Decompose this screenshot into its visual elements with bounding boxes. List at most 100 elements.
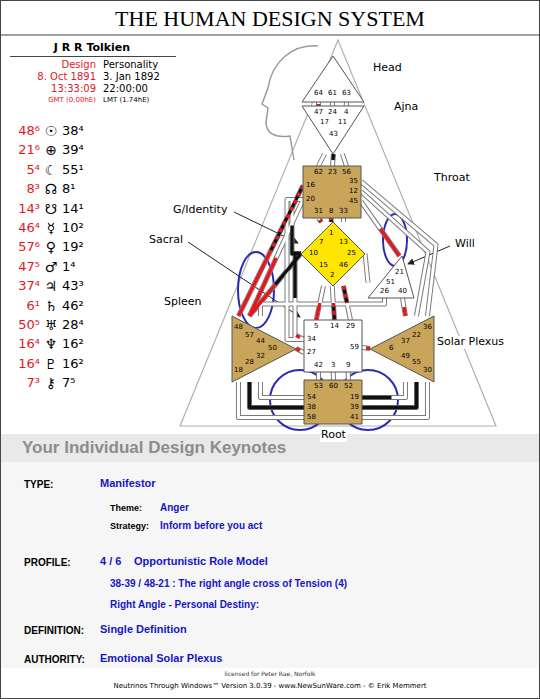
channel-activation: [271, 186, 303, 251]
gate-number: 31: [314, 208, 323, 215]
channel-stripe: [333, 303, 334, 320]
channel: [365, 254, 368, 283]
center-label: Root: [320, 429, 347, 442]
channel: [330, 102, 335, 106]
channel: [249, 382, 304, 408]
channel: [344, 102, 349, 106]
center-label: Will: [454, 238, 476, 251]
channel-activation: [295, 254, 301, 299]
personality-value: 7⁵: [62, 376, 75, 391]
body-triangle: [180, 40, 496, 426]
channel: [316, 372, 321, 380]
gate-number: 51: [386, 279, 395, 286]
gate-number: 23: [328, 169, 337, 176]
time-zone: GMT (0,00hE): [8, 96, 96, 104]
keynote-value: Right Angle - Personal Destiny:: [110, 599, 259, 611]
gate-number: 57: [245, 332, 254, 339]
keynote-key: AUTHORITY:: [24, 654, 85, 666]
channel-core: [402, 298, 405, 316]
birth-date: 3. Jan 1892: [103, 71, 160, 83]
planet-symbol: ♇: [42, 356, 60, 372]
gate-number: 2: [330, 272, 334, 279]
channel: [295, 254, 304, 340]
gate-number: 18: [234, 367, 243, 374]
gate-number: 32: [256, 353, 265, 360]
channel: [316, 102, 321, 106]
channel-activation: [316, 303, 320, 320]
channel: [361, 182, 436, 317]
name-rule: [10, 56, 176, 57]
birth-time: 13:33:09: [8, 83, 96, 95]
channel: [342, 154, 346, 166]
gate-number: 26: [380, 288, 389, 295]
channel-core: [331, 102, 334, 106]
channel-core: [362, 382, 405, 398]
gate-number: 11: [338, 119, 347, 126]
personality-value: 19²: [62, 240, 84, 255]
gate-number: 61: [328, 90, 337, 97]
channel-core: [342, 154, 346, 166]
keynote-value: Opportunistic Role Model: [134, 555, 268, 568]
channel-activation: [380, 229, 399, 256]
channel-activation: [330, 220, 333, 222]
channel-activation: [343, 286, 347, 303]
column-heading: Personality: [103, 59, 158, 71]
gate-number: 14: [330, 323, 339, 330]
keynote-value: Manifestor: [100, 477, 156, 490]
channel-activation: [264, 406, 304, 409]
gate-number: 4: [344, 109, 348, 116]
gate-number: 34: [307, 336, 316, 343]
personality-value: 28⁴: [62, 318, 84, 333]
gate-number: 12: [349, 188, 358, 195]
channel-core: [347, 372, 350, 380]
channel-activation: [362, 396, 391, 399]
design-value: 37⁴: [6, 279, 40, 294]
channel-core: [260, 382, 304, 398]
gate-number: 63: [342, 90, 351, 97]
center-outline: [303, 166, 361, 218]
design-value: 21⁶: [6, 143, 40, 158]
head-profile: [262, 46, 318, 160]
design-value: 57⁶: [6, 240, 40, 255]
channel-stripe: [271, 186, 303, 251]
person-name: J R R Tolkien: [12, 42, 172, 55]
channel-activation: [333, 303, 334, 320]
channel: [238, 186, 303, 317]
channel-core: [345, 102, 348, 106]
center-outline: [302, 106, 364, 154]
gate-number: 47: [314, 109, 323, 116]
ajna-center: 47244174311: [302, 106, 364, 154]
gate-number: 52: [344, 383, 353, 390]
gate-number: 16: [306, 182, 315, 189]
gate-number: 3: [331, 362, 335, 369]
channel: [296, 349, 304, 353]
gate-number: 58: [307, 414, 316, 421]
personality-value: 14¹: [62, 202, 84, 217]
planet-symbol: ☉: [42, 123, 60, 139]
center-label: Solar Plexus: [436, 336, 505, 349]
channel: [362, 382, 416, 408]
gate-number: 20: [306, 196, 315, 203]
planet-symbol: ⚷: [42, 375, 60, 391]
planet-symbol: ♄: [42, 298, 60, 314]
center-label: Sacral: [148, 234, 184, 247]
design-value: 7³: [6, 376, 40, 391]
gate-number: 38: [307, 404, 316, 411]
channel-core: [332, 154, 333, 166]
gate-number: 19: [350, 394, 359, 401]
gate-number: 7: [319, 239, 323, 246]
personality-value: 46²: [62, 299, 84, 314]
planet-symbol: ♂: [42, 259, 60, 275]
gate-number: 49: [401, 353, 410, 360]
personality-value: 8¹: [62, 182, 75, 197]
channel-activation: [320, 220, 321, 222]
gate-number: 37: [401, 338, 410, 345]
channel-core: [318, 218, 321, 222]
gate-number: 42: [314, 362, 323, 369]
head-center: 646163: [302, 56, 364, 102]
gate-number: 9: [346, 362, 350, 369]
design-value: 8³: [6, 182, 40, 197]
design-value: 6¹: [6, 299, 40, 314]
personality-value: 38⁴: [62, 124, 84, 139]
